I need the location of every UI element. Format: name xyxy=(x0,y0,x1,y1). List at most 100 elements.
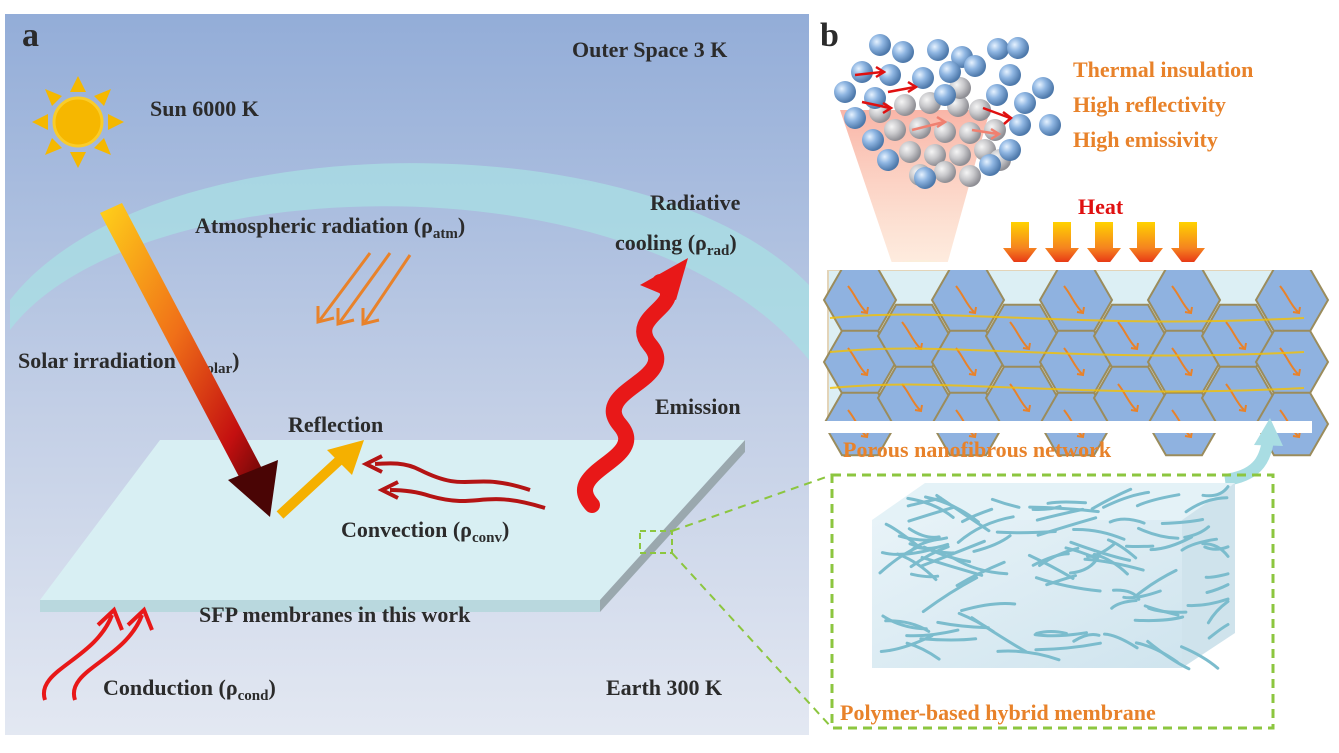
nanofiber xyxy=(924,495,980,524)
grey-particle xyxy=(924,144,946,166)
heat-arrows xyxy=(1003,222,1205,270)
nanofiber xyxy=(1132,568,1178,599)
pore-arrow-head xyxy=(1076,368,1085,377)
nanofiber xyxy=(1035,630,1068,635)
nanofiber xyxy=(935,494,991,533)
hybrid-membrane-box xyxy=(872,483,1235,671)
outer-space-label: Outer Space 3 K xyxy=(572,37,727,62)
zoom-box xyxy=(639,530,673,554)
atmospheric-radiation-arrows xyxy=(316,252,412,326)
hexagon-network xyxy=(820,262,1330,457)
property-high-emissivity: High emissivity xyxy=(1073,127,1218,152)
panel-b: b Thermal insulation High reflectivity H… xyxy=(671,17,1330,730)
nanofiber xyxy=(919,637,978,642)
sun-icon xyxy=(32,76,124,168)
nanofiber xyxy=(909,545,950,569)
convection-arrows xyxy=(361,454,546,510)
heat-label: Heat xyxy=(1078,194,1124,219)
panel-b-letter: b xyxy=(820,17,839,54)
grey-particle xyxy=(959,122,981,144)
blue-particle xyxy=(834,81,856,103)
pore-arrow xyxy=(901,383,921,411)
convection-label: Convection (ρconv) xyxy=(341,517,509,546)
nanofiber xyxy=(1135,493,1181,508)
nanofiber xyxy=(1203,545,1230,551)
blue-particle xyxy=(869,34,891,56)
nanofiber xyxy=(1046,500,1087,505)
blue-particle xyxy=(879,64,901,86)
pore-arrow xyxy=(955,285,975,313)
properties-list: Thermal insulation High reflectivity Hig… xyxy=(1073,57,1253,152)
grey-particle xyxy=(984,119,1006,141)
nanofiber xyxy=(1090,487,1133,511)
pore-arrow xyxy=(1225,321,1245,349)
reflection-arrow xyxy=(276,440,364,519)
cooling-label: cooling (ρrad) xyxy=(615,230,737,259)
nanofiber xyxy=(1186,597,1230,608)
nanofiber xyxy=(1134,641,1179,664)
sfp-membranes-label: SFP membranes in this work xyxy=(199,602,471,627)
blue-particle xyxy=(927,39,949,61)
nanofiber xyxy=(936,620,990,630)
blue-particle xyxy=(999,139,1021,161)
nanofiber xyxy=(990,497,1021,509)
emission-label: Emission xyxy=(655,394,741,419)
pore-arrow-head xyxy=(1238,342,1247,351)
nanofiber xyxy=(906,496,955,519)
nanofiber xyxy=(1205,583,1230,594)
grey-particle xyxy=(949,144,971,166)
blue-particle xyxy=(892,41,914,63)
nanofiber xyxy=(1183,525,1211,539)
blue-particle xyxy=(1009,114,1031,136)
nanofiber xyxy=(1201,542,1230,558)
heat-arrow xyxy=(1087,222,1121,270)
pore-arrow xyxy=(1171,285,1191,313)
blue-particle xyxy=(987,38,1009,60)
nanofiber xyxy=(955,560,1006,587)
earth-label: Earth 300 K xyxy=(606,675,722,700)
pore-arrow xyxy=(1171,347,1191,375)
reflection-label: Reflection xyxy=(288,412,383,437)
membrane-zoom-frame xyxy=(830,473,1275,730)
sfp-membrane-plate xyxy=(40,440,745,612)
pore-arrow-head xyxy=(1130,404,1139,413)
blue-particle xyxy=(939,61,961,83)
nanofiber xyxy=(1069,540,1132,562)
conduction-path xyxy=(829,313,1305,323)
nanofiber xyxy=(1201,485,1230,498)
network-top-cover xyxy=(820,262,1312,270)
network-bottom-cover xyxy=(820,421,1312,433)
pore-arrow xyxy=(1279,347,1299,375)
nanofiber xyxy=(1133,615,1185,623)
nanofiber xyxy=(1108,517,1146,525)
nanofiber xyxy=(1180,645,1220,670)
grey-particle xyxy=(894,94,916,116)
nanofiber xyxy=(996,649,1061,662)
conduction-path xyxy=(829,383,1305,393)
grey-particle xyxy=(884,119,906,141)
nanofiber xyxy=(1106,538,1138,560)
blue-particle xyxy=(1007,37,1029,59)
nanofiber xyxy=(916,542,950,550)
nanofiber xyxy=(1143,604,1180,617)
pore-arrow-head xyxy=(1184,368,1193,377)
pore-arrow-head xyxy=(914,404,923,413)
pore-arrow-head xyxy=(1022,404,1031,413)
heat-arrow xyxy=(1045,222,1079,270)
blue-particle xyxy=(844,107,866,129)
pore-arrow-head xyxy=(1130,342,1139,351)
pore-arrow-head xyxy=(1022,342,1031,351)
nanofiber xyxy=(1027,553,1075,580)
pore-arrow xyxy=(1063,285,1083,313)
nanofiber xyxy=(879,634,934,653)
nanofiber xyxy=(1072,632,1101,643)
blue-particle xyxy=(934,84,956,106)
pore-arrow xyxy=(1063,347,1083,375)
nanofiber xyxy=(1122,589,1162,600)
nanofiber xyxy=(957,611,995,634)
nanofiber xyxy=(907,527,941,539)
blue-particle xyxy=(1032,77,1054,99)
grey-particle xyxy=(934,161,956,183)
heat-arrow xyxy=(1171,222,1205,270)
